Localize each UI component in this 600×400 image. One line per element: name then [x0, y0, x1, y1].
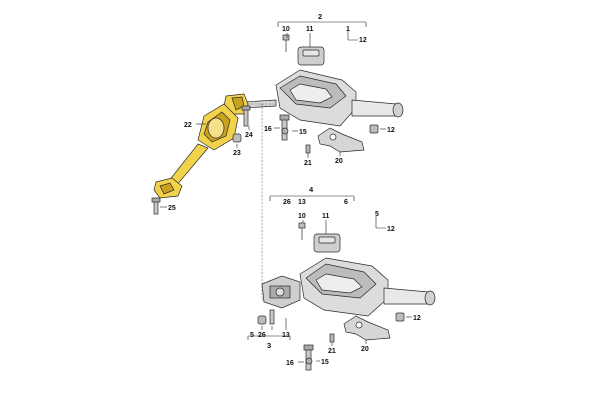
- part-5-lower: [257, 315, 267, 325]
- nut-part-12: [369, 124, 379, 134]
- label-13-lower: 13: [282, 332, 290, 339]
- label-26-upper: 26: [283, 199, 291, 206]
- label-21-lower: 21: [328, 348, 336, 355]
- lever-part-20: [317, 127, 365, 153]
- bolt-part-24: [243, 107, 249, 127]
- bolt-part-21-lower: [329, 333, 335, 343]
- washer-part-15: [281, 127, 289, 135]
- steering-shaft: [351, 99, 397, 117]
- bolt-part-10-lower: [298, 222, 306, 229]
- label-6: 6: [344, 199, 348, 206]
- intermediate-shaft-assembly-22: [151, 93, 251, 215]
- label-23: 23: [233, 150, 241, 157]
- label-1: 1: [346, 26, 350, 33]
- label-3: 3: [267, 341, 271, 350]
- label-11-upper: 11: [306, 26, 314, 33]
- label-2: 2: [318, 12, 322, 21]
- label-12-upper-top: 12: [359, 37, 367, 44]
- bolt-part-21: [305, 144, 311, 154]
- nut-part-23: [232, 133, 242, 143]
- washer-part-15-lower: [305, 357, 313, 365]
- bolt-part-10: [282, 34, 290, 41]
- label-10-upper: 10: [282, 26, 290, 33]
- label-16-upper: 16: [264, 126, 272, 133]
- leader-lines: [160, 29, 412, 363]
- label-11-lower: 11: [322, 213, 330, 220]
- label-15-lower: 15: [321, 359, 329, 366]
- label-24: 24: [245, 132, 253, 139]
- label-12-upper-nut: 12: [387, 127, 395, 134]
- label-20-upper: 20: [335, 158, 343, 165]
- label-21-upper: 21: [304, 160, 312, 167]
- nut-part-12-lower: [395, 312, 405, 322]
- part-labels: 2 10 11 1 12 22 24 16 15 12 23 21 20 25 …: [168, 12, 421, 367]
- label-22: 22: [184, 122, 192, 129]
- part-13-lower: [269, 309, 275, 325]
- label-12-lower-nut: 12: [413, 315, 421, 322]
- label-12-lower-top: 12: [387, 226, 395, 233]
- label-15-upper: 15: [299, 129, 307, 136]
- lever-part-20-lower: [343, 315, 391, 341]
- label-25: 25: [168, 205, 176, 212]
- lower-steering-column-assembly: [247, 195, 436, 371]
- label-4: 4: [309, 185, 314, 194]
- label-5-upper: 5: [375, 211, 379, 218]
- label-13-upper: 13: [298, 199, 306, 206]
- label-16-lower: 16: [286, 360, 294, 367]
- label-26-lower: 26: [258, 332, 266, 339]
- label-20-lower: 20: [361, 346, 369, 353]
- label-5-lower: 5: [250, 332, 254, 339]
- label-10-lower: 10: [298, 213, 306, 220]
- upper-steering-column-assembly: [243, 21, 404, 154]
